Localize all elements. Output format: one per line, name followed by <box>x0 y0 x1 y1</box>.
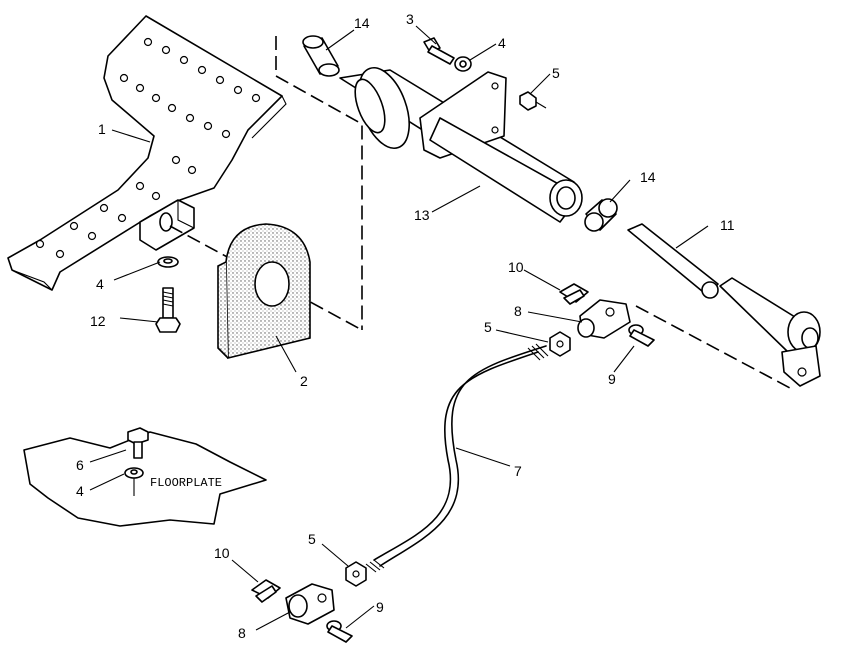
callout-1: 1 <box>98 121 106 137</box>
callout-14-upper: 14 <box>354 15 370 31</box>
callout-10-upper: 10 <box>508 259 524 275</box>
screw-3 <box>423 37 455 65</box>
assembly-centerline-14 <box>275 36 363 330</box>
callout-7: 7 <box>514 463 522 479</box>
callout-2: 2 <box>300 373 308 389</box>
cotter-pin-10-lower <box>251 579 281 603</box>
callout-14-lower: 14 <box>640 169 656 185</box>
callout-3: 3 <box>406 11 414 27</box>
callout-12: 12 <box>90 313 106 329</box>
bushing-14-upper <box>302 35 340 77</box>
washer-4-bracket <box>157 256 179 268</box>
callout-9-upper: 9 <box>608 371 616 387</box>
bolt-12 <box>155 287 181 333</box>
mounting-bracket-plate <box>7 15 287 291</box>
clevis-pin-9-lower <box>326 620 353 643</box>
callout-4-floor: 4 <box>76 483 84 499</box>
spacer-block <box>217 223 311 360</box>
callout-10-lower: 10 <box>214 545 230 561</box>
washer-4-floor <box>124 467 144 479</box>
callout-numbers: 1 2 3 4 4 4 5 5 5 6 7 8 8 9 9 10 10 11 1… <box>76 11 735 641</box>
callout-9-lower: 9 <box>376 599 384 615</box>
callout-4-upper: 4 <box>498 35 506 51</box>
cylinder-11 <box>627 223 821 387</box>
leader-lines <box>89 25 709 631</box>
mounting-tube-13 <box>339 67 583 223</box>
cotter-pin-10-upper <box>559 283 589 305</box>
assembly-centerline-11 <box>635 305 791 389</box>
callout-13: 13 <box>414 207 430 223</box>
washer-4-upper <box>454 56 472 72</box>
bracket-bolt-holes <box>35 37 261 259</box>
callout-5-middle: 5 <box>484 319 492 335</box>
floorplate-label: FLOORPLATE <box>150 476 222 490</box>
callout-8-lower: 8 <box>238 625 246 641</box>
nut-5-lower <box>345 561 367 587</box>
nut-5-middle <box>549 331 571 357</box>
callout-5-upper: 5 <box>552 65 560 81</box>
callout-8-upper: 8 <box>514 303 522 319</box>
clevis-pin-9-upper <box>628 324 655 347</box>
bolt-6-floor <box>127 427 149 459</box>
callout-4-bracket: 4 <box>96 276 104 292</box>
clevis-8-lower <box>285 583 335 625</box>
clevis-8-upper <box>577 299 631 339</box>
floorplate-inset: FLOORPLATE <box>23 427 267 527</box>
nut-5-upper <box>519 91 547 111</box>
bushing-14-lower <box>584 198 618 232</box>
callout-6: 6 <box>76 457 84 473</box>
callout-11: 11 <box>720 217 735 233</box>
callout-5-lower: 5 <box>308 531 316 547</box>
control-cable-7 <box>365 343 549 573</box>
